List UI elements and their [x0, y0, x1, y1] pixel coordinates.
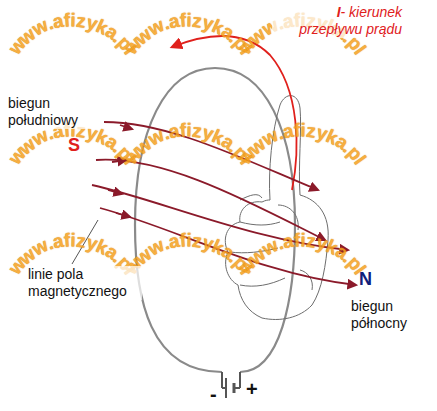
magnetic-field-lines: [92, 122, 356, 285]
battery-symbol: [222, 372, 240, 398]
field-lines-label: linie pola magnetycznego: [26, 266, 142, 300]
current-direction-label: I- kierunek przepływu prądu: [272, 4, 404, 38]
polarity-sign: +: [244, 381, 260, 398]
current-arrow: [172, 36, 297, 190]
right-hand-sketch: [225, 96, 328, 320]
pole-letter: S: [66, 137, 82, 154]
polarity-sign: -: [208, 386, 219, 403]
pole-letter: N: [357, 271, 374, 288]
leader-line: [72, 220, 98, 264]
wire-loop: [135, 68, 295, 372]
pole-label: biegun południowy: [6, 95, 100, 129]
pole-label: biegun północny: [349, 298, 433, 332]
